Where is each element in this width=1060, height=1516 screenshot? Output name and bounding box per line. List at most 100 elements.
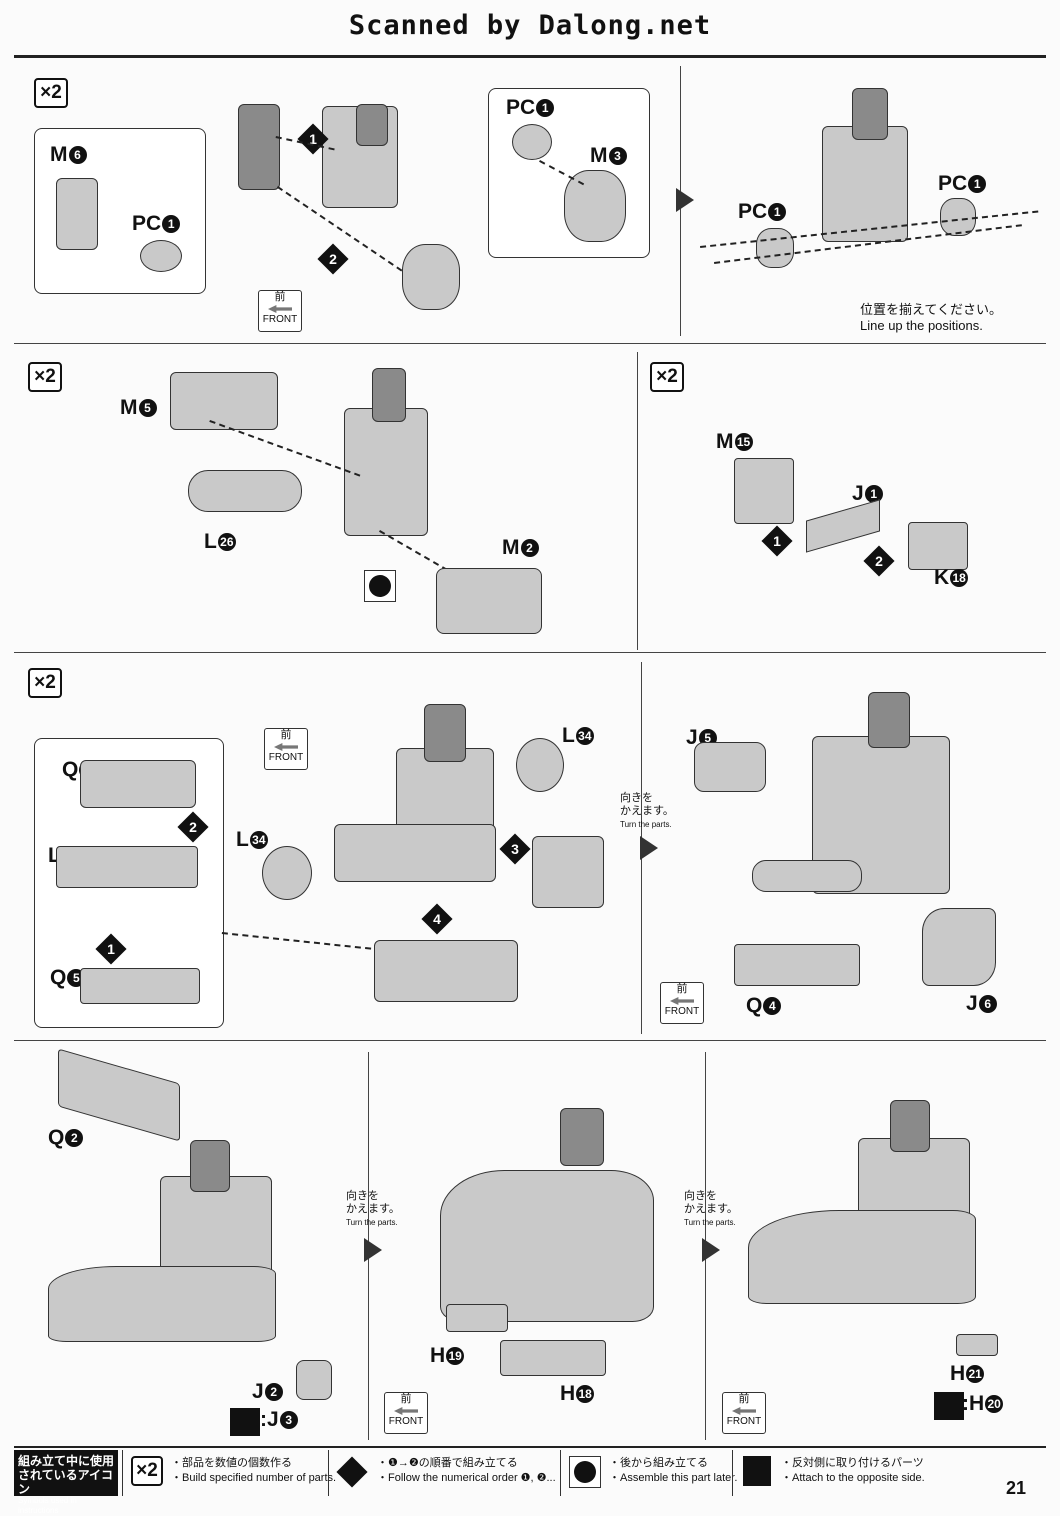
part-q3 [80, 760, 196, 808]
step-1: 1 [761, 525, 793, 557]
part-l30-assembled [334, 824, 496, 882]
turn-note: 向きをかえます。Turn the parts. [684, 1190, 738, 1227]
divider [14, 343, 1046, 344]
hip-post [372, 368, 406, 422]
part-m15-assembled [532, 836, 604, 908]
hip-post [868, 692, 910, 748]
divider [14, 1040, 1046, 1041]
page-number: 21 [1006, 1478, 1027, 1498]
part-l26 [188, 470, 302, 512]
part-q4 [734, 944, 860, 986]
skirt-assembly [48, 1266, 276, 1342]
hip-post [190, 1140, 230, 1192]
legend-title: 組み立て中に使用 されているアイコン Symbols used in instr… [14, 1450, 118, 1515]
skirt-assembly [748, 1210, 976, 1304]
next-arrow [702, 1238, 720, 1262]
legend-order: ・❶→❷の順番で組み立てる・Follow the numerical order… [328, 1450, 559, 1496]
part-l34 [262, 846, 312, 900]
multiplier-badge: ×2 [131, 1456, 163, 1486]
hip-post [424, 704, 466, 762]
part-j2 [296, 1360, 332, 1400]
hip-assembly [344, 408, 428, 536]
step-1: 1 [297, 123, 329, 155]
step-2: 2 [177, 811, 209, 843]
skirt-underside [440, 1170, 654, 1322]
part-q5 [80, 968, 200, 1004]
lineup-note: 位置を揃えてください。Line up the positions. [860, 302, 1002, 333]
part-l30 [56, 846, 198, 888]
opposite-side-icon [743, 1456, 771, 1486]
assemble-later-icon [569, 1456, 601, 1488]
part-pc1 [512, 124, 552, 160]
part-m2 [436, 568, 542, 634]
part-h19 [446, 1304, 508, 1332]
step-4: 4 [421, 903, 453, 935]
legend-opposite: ・反対側に取り付けるパーツ・Attach to the opposite sid… [732, 1450, 933, 1496]
hip-post [890, 1100, 930, 1152]
guide-line [209, 420, 361, 477]
part-h18 [500, 1340, 606, 1376]
step-2: 2 [317, 243, 349, 275]
header-rule [14, 55, 1046, 58]
part-m6 [56, 178, 98, 250]
assemble-later-icon [364, 570, 396, 602]
multiplier-badge: ×2 [34, 78, 68, 108]
part-h21 [956, 1334, 998, 1356]
part-pc1 [140, 240, 182, 272]
part-q3-skirt [374, 940, 518, 1002]
multiplier-badge: ×2 [28, 362, 62, 392]
part-l26-assembled [752, 860, 862, 892]
hip-post [356, 104, 388, 146]
multiplier-badge: ×2 [650, 362, 684, 392]
symbol-legend: 組み立て中に使用 されているアイコン Symbols used in instr… [14, 1450, 1046, 1515]
part-m15 [734, 458, 794, 524]
hip-post [560, 1108, 604, 1166]
step-2: 2 [863, 545, 895, 577]
part-k18 [908, 522, 968, 570]
part-j1 [806, 499, 880, 553]
part-j5 [694, 742, 766, 792]
legend-multiplier: ×2 ・部品を数値の個数作る・Build specified number of… [122, 1450, 336, 1496]
page-header: Scanned by Dalong.net [348, 10, 712, 41]
step-3: 3 [499, 833, 531, 865]
divider [637, 352, 638, 650]
part-m6-assembled [238, 104, 280, 190]
part-m3-lower [402, 244, 460, 310]
part-l34 [516, 738, 564, 792]
step-diamond-icon [336, 1456, 368, 1488]
opposite-side-icon [934, 1392, 964, 1420]
part-m3 [564, 170, 626, 242]
part-m5 [170, 372, 278, 430]
turn-note: 向きをかえます。Turn the parts. [620, 792, 674, 829]
divider [14, 652, 1046, 653]
step-1: 1 [95, 933, 127, 965]
hip-post [852, 88, 888, 140]
part-pc1 [756, 228, 794, 268]
multiplier-badge: ×2 [28, 668, 62, 698]
next-arrow [640, 836, 658, 860]
